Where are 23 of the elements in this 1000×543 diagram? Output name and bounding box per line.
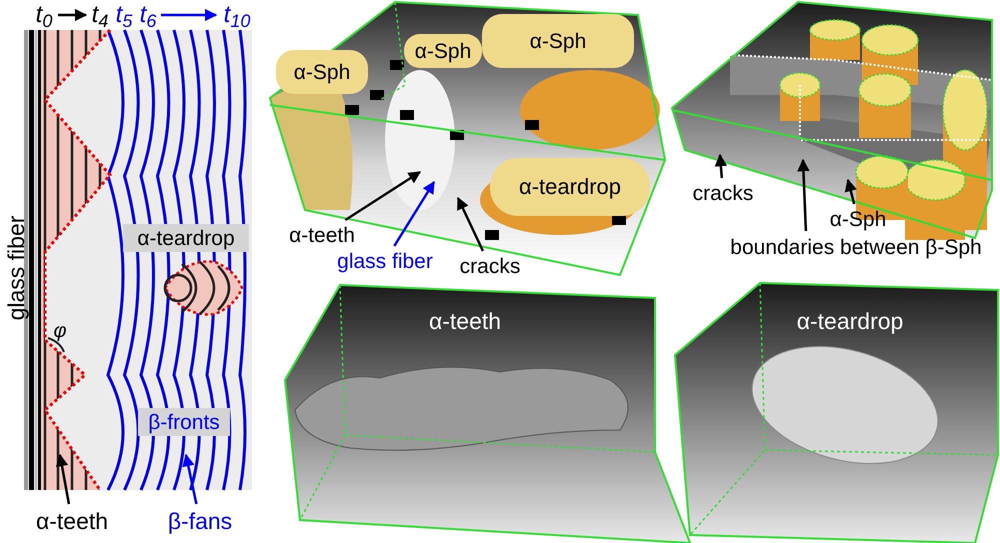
annotation-label: boundaries between β-Sph [712, 233, 1000, 261]
time-label: t$_{4}$ [88, 0, 112, 30]
annotation-label: β-fans [158, 506, 242, 536]
fiber-label: glass fiber [2, 214, 30, 322]
annotation-label: α-teeth [26, 506, 118, 536]
annotation-label: cracks [684, 180, 762, 206]
annotation-label: cracks [452, 253, 528, 279]
time-label: t$_{10}$ [218, 0, 256, 30]
time-label: t$_{6}$ [137, 0, 159, 30]
panel-label: α-teardrop [796, 306, 904, 336]
label-tag: β-fronts [138, 408, 230, 436]
teardrop-section: α-teardrop [490, 158, 650, 216]
panel-label: α-teeth [428, 306, 502, 336]
time-label: t$_{5}$ [113, 0, 135, 30]
annotation-label: glass fiber [326, 248, 444, 274]
annotation-label: α-teeth [282, 222, 362, 248]
annotation-label: α-Sph [824, 206, 892, 232]
sphere-section: α-Sph [482, 14, 634, 68]
sphere-section: α-Sph [276, 50, 368, 94]
angle-label: φ [52, 319, 68, 344]
sphere-section: α-Sph [404, 34, 482, 68]
time-label: t$_{0}$ [32, 0, 56, 30]
label-tag: α-teardrop [123, 224, 249, 252]
